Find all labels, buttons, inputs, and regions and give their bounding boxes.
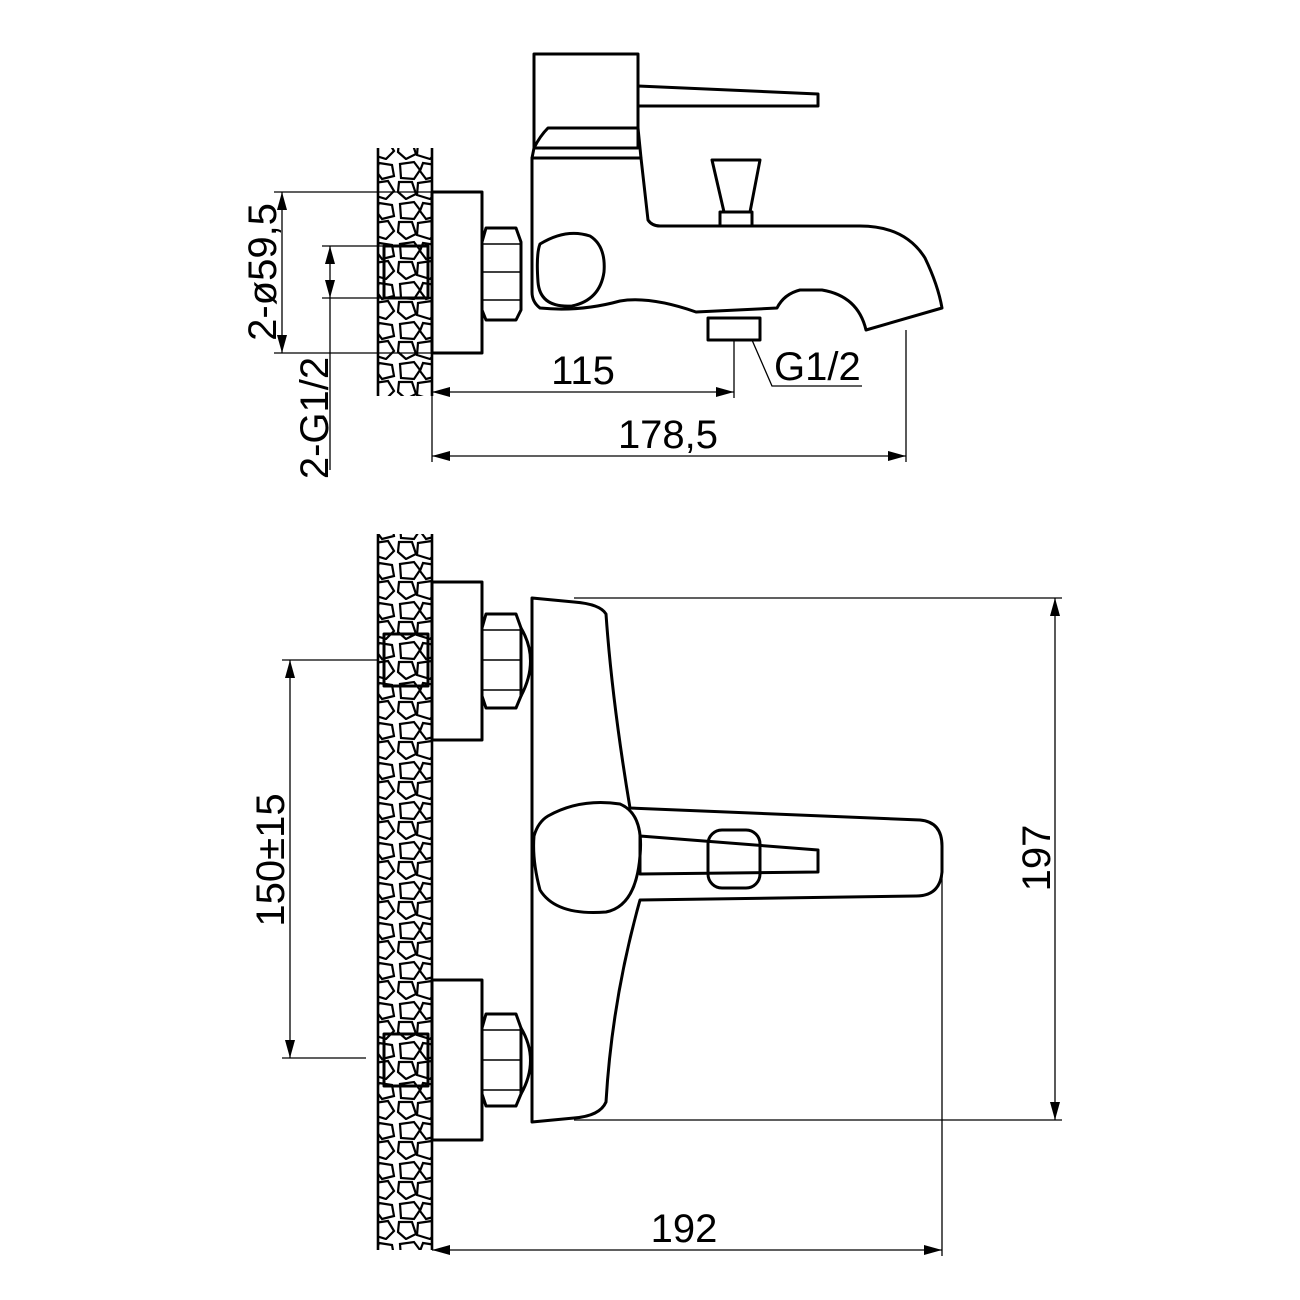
dim-height-label: 197	[1015, 825, 1059, 892]
side-hex-nut	[480, 226, 523, 322]
dim-projection-label: 192	[651, 1207, 718, 1251]
side-mixer-body	[530, 156, 944, 332]
side-view: 2-ø59,5 2-G1/2 115 G1/2	[241, 52, 944, 479]
side-pipe-socket	[382, 244, 430, 300]
dim-projection: 192	[432, 872, 943, 1256]
dim-centres: 150±15	[249, 659, 378, 1059]
dim-outlet-offset-label: 115	[551, 349, 615, 393]
dim-height: 197	[574, 597, 1062, 1121]
side-lever-handle	[530, 52, 820, 160]
front-lower-connection	[382, 978, 532, 1142]
front-view: 150±15 197 192	[249, 534, 1062, 1256]
side-cartridge-dome	[535, 231, 606, 308]
front-lever-handle	[638, 828, 820, 890]
front-mixer-body	[530, 596, 944, 1124]
dim-outlet-thread-label: G1/2	[774, 345, 861, 389]
dim-thread-label: 2-G1/2	[293, 357, 337, 479]
dim-flange-dia: 2-ø59,5	[241, 191, 432, 354]
dim-centres-label: 150±15	[249, 793, 293, 926]
dim-flange-dia-label: 2-ø59,5	[241, 203, 285, 341]
dim-thread: 2-G1/2	[293, 245, 384, 479]
dim-outlet-offset: 115	[432, 340, 735, 398]
side-wall	[376, 148, 434, 396]
side-diverter-knob	[710, 158, 762, 228]
side-wall-flange	[430, 190, 484, 355]
front-cartridge-dome	[532, 801, 643, 915]
front-upper-connection	[382, 580, 532, 742]
dim-depth: 178,5	[431, 330, 907, 462]
side-shower-outlet	[706, 316, 762, 342]
front-wall	[376, 534, 434, 1250]
dim-depth-label: 178,5	[618, 413, 718, 457]
dim-outlet-thread: G1/2	[751, 339, 862, 389]
